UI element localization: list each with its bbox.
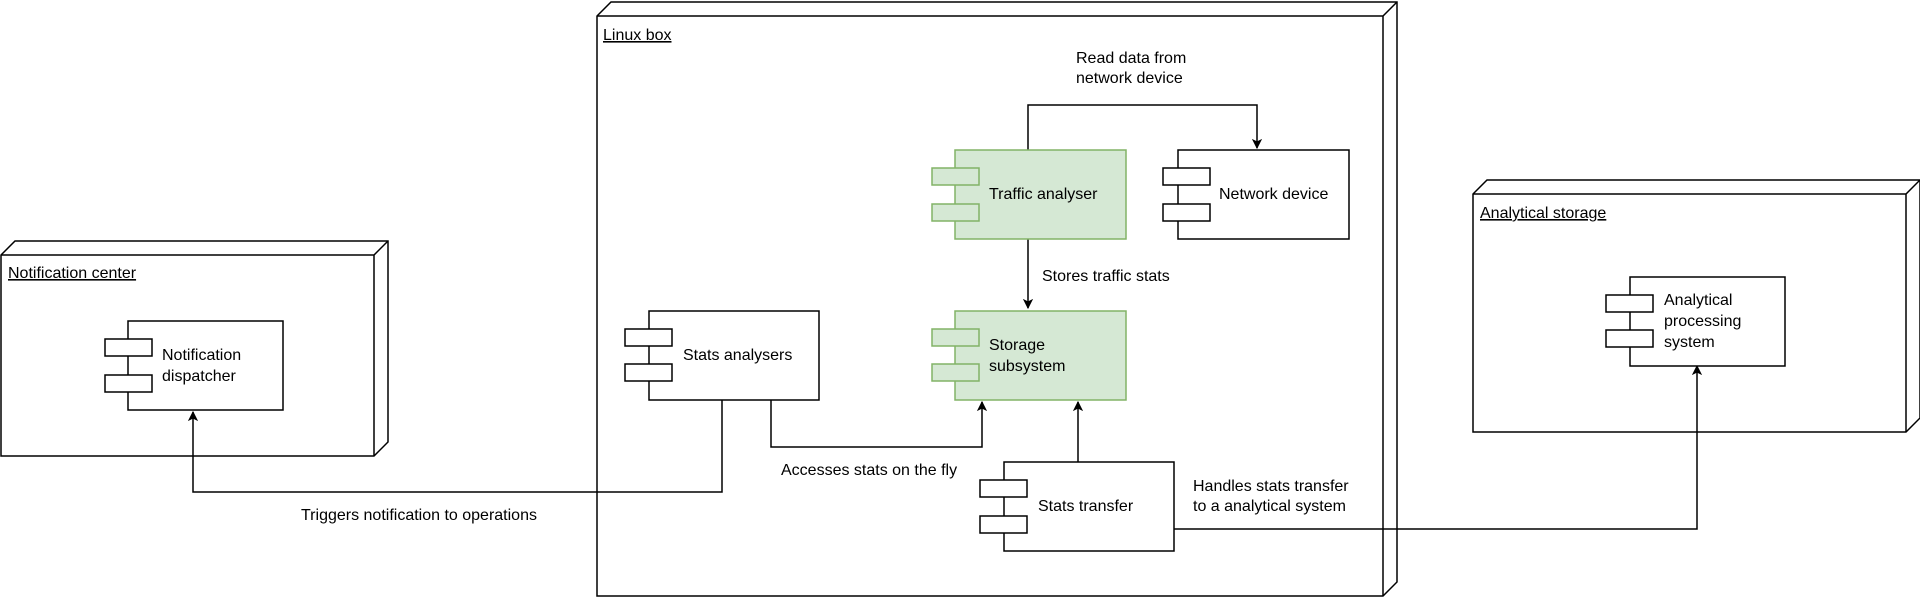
component-stats-transfer[interactable]: Stats transfer — [979, 461, 1175, 552]
component-label: processing — [1664, 313, 1741, 330]
component-label: Stats analysers — [683, 347, 792, 364]
edge-stores-stats[interactable]: Stores traffic stats — [1028, 239, 1170, 308]
component-label: Stats transfer — [1038, 498, 1134, 515]
component-port-icon — [931, 167, 980, 186]
component-network-device[interactable]: Network device — [1162, 149, 1350, 240]
component-analytical-processing-system[interactable]: Analytical processing system — [1605, 276, 1786, 367]
component-storage-subsystem[interactable]: Storage subsystem — [931, 310, 1127, 401]
component-label: subsystem — [989, 358, 1065, 375]
edge-accesses-stats[interactable]: Accesses stats on the fly — [770, 400, 982, 479]
component-port-icon — [931, 328, 980, 347]
component-body — [648, 310, 820, 401]
component-port-icon — [624, 363, 673, 382]
component-port-icon — [931, 203, 980, 222]
edge-label: Handles stats transfer — [1193, 478, 1349, 495]
component-traffic-analyser[interactable]: Traffic analyser — [931, 149, 1127, 240]
component-body — [1003, 461, 1175, 552]
component-body — [954, 310, 1127, 401]
node-title: Notification center — [8, 265, 137, 282]
edge-label: to a analytical system — [1193, 498, 1346, 515]
component-label: dispatcher — [162, 368, 236, 385]
component-port-icon — [979, 515, 1028, 534]
component-port-icon — [1605, 294, 1654, 313]
component-port-icon — [104, 374, 153, 393]
node-title: Analytical storage — [1480, 205, 1606, 222]
component-label: Storage — [989, 337, 1045, 354]
component-label: Notification — [162, 347, 241, 364]
edge-label: network device — [1076, 70, 1183, 87]
component-label: system — [1664, 334, 1715, 351]
component-port-icon — [104, 338, 153, 357]
component-stats-analysers[interactable]: Stats analysers — [624, 310, 820, 401]
component-label: Analytical — [1664, 292, 1732, 309]
component-notification-dispatcher[interactable]: Notification dispatcher — [104, 320, 284, 411]
component-port-icon — [1605, 329, 1654, 348]
edge-handles-transfer[interactable]: Handles stats transfer to a analytical s… — [1173, 366, 1697, 530]
component-port-icon — [624, 328, 673, 347]
component-body — [1629, 276, 1786, 367]
component-body — [1177, 149, 1350, 240]
component-port-icon — [979, 479, 1028, 498]
component-label: Traffic analyser — [989, 186, 1098, 203]
edge-label: Stores traffic stats — [1042, 268, 1170, 285]
component-port-icon — [931, 363, 980, 382]
edge-triggers-notification[interactable]: Triggers notification to operations — [193, 400, 723, 524]
edge-label: Read data from — [1076, 50, 1186, 67]
component-body — [127, 320, 284, 411]
component-port-icon — [1162, 203, 1211, 222]
component-body — [954, 149, 1127, 240]
edge-label: Triggers notification to operations — [301, 507, 537, 524]
edge-label: Accesses stats on the fly — [781, 462, 957, 479]
node-title: Linux box — [603, 27, 672, 44]
edge-read-data[interactable]: Read data from network device — [1027, 50, 1257, 150]
component-label: Network device — [1219, 186, 1328, 203]
component-port-icon — [1162, 167, 1211, 186]
